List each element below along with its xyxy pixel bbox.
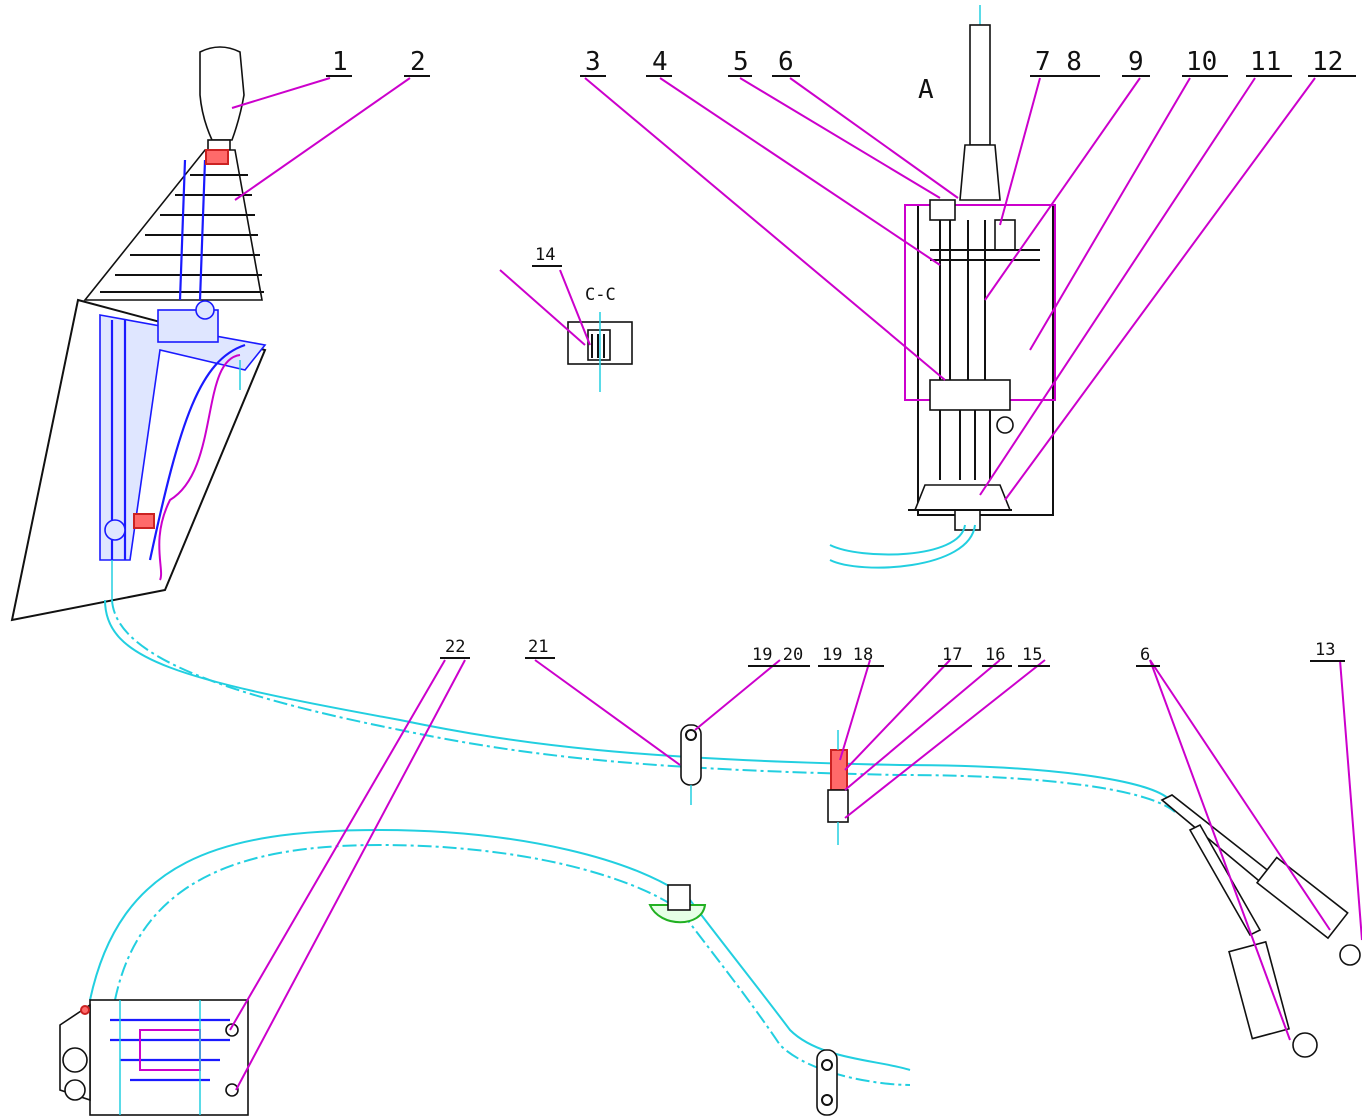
lower-cable-bracket — [816, 1049, 838, 1116]
gearbox-shift-housing — [59, 999, 249, 1116]
view-a-label: A — [918, 75, 934, 105]
cable-ends-right — [1160, 794, 1361, 1058]
callout-19-18: 19 18 — [822, 645, 873, 665]
callout-14: 14 — [535, 245, 555, 265]
callout-17: 17 — [942, 645, 962, 665]
shift-linkage — [99, 159, 267, 561]
callout-21: 21 — [528, 637, 548, 657]
callout-labels: 1 2 3 4 5 6 7 8 9 10 11 12 14 22 21 19 2… — [326, 47, 1356, 667]
callout-5: 5 — [733, 47, 749, 77]
callout-22: 22 — [445, 637, 465, 657]
callout-6-lower: 6 — [1140, 645, 1150, 665]
callout-3: 3 — [585, 47, 601, 77]
cable-clamp-15-19 — [827, 730, 849, 845]
cable-support-clip — [648, 884, 707, 924]
callout-2: 2 — [410, 47, 426, 77]
callout-13: 13 — [1315, 640, 1335, 660]
callout-16: 16 — [985, 645, 1005, 665]
callout-10: 10 — [1186, 47, 1217, 77]
callout-6: 6 — [778, 47, 794, 77]
shift-lever-assembly — [10, 46, 267, 622]
callout-1: 1 — [332, 47, 348, 77]
callout-19-20: 19 20 — [752, 645, 803, 665]
rubber-boot — [83, 149, 264, 301]
view-a-assembly: A — [829, 5, 1056, 569]
section-cc-detail: C-C — [567, 285, 633, 392]
callout-7-8: 7 8 — [1035, 47, 1082, 77]
callout-9: 9 — [1128, 47, 1144, 77]
callout-12: 12 — [1312, 47, 1343, 77]
cable-clamp-19-20 — [680, 724, 702, 805]
callout-11: 11 — [1250, 47, 1281, 77]
section-cc-label: C-C — [585, 285, 616, 305]
callout-15: 15 — [1022, 645, 1042, 665]
shift-cables — [89, 599, 1176, 1086]
callout-4: 4 — [652, 47, 668, 77]
leader-lines — [229, 77, 1362, 1091]
